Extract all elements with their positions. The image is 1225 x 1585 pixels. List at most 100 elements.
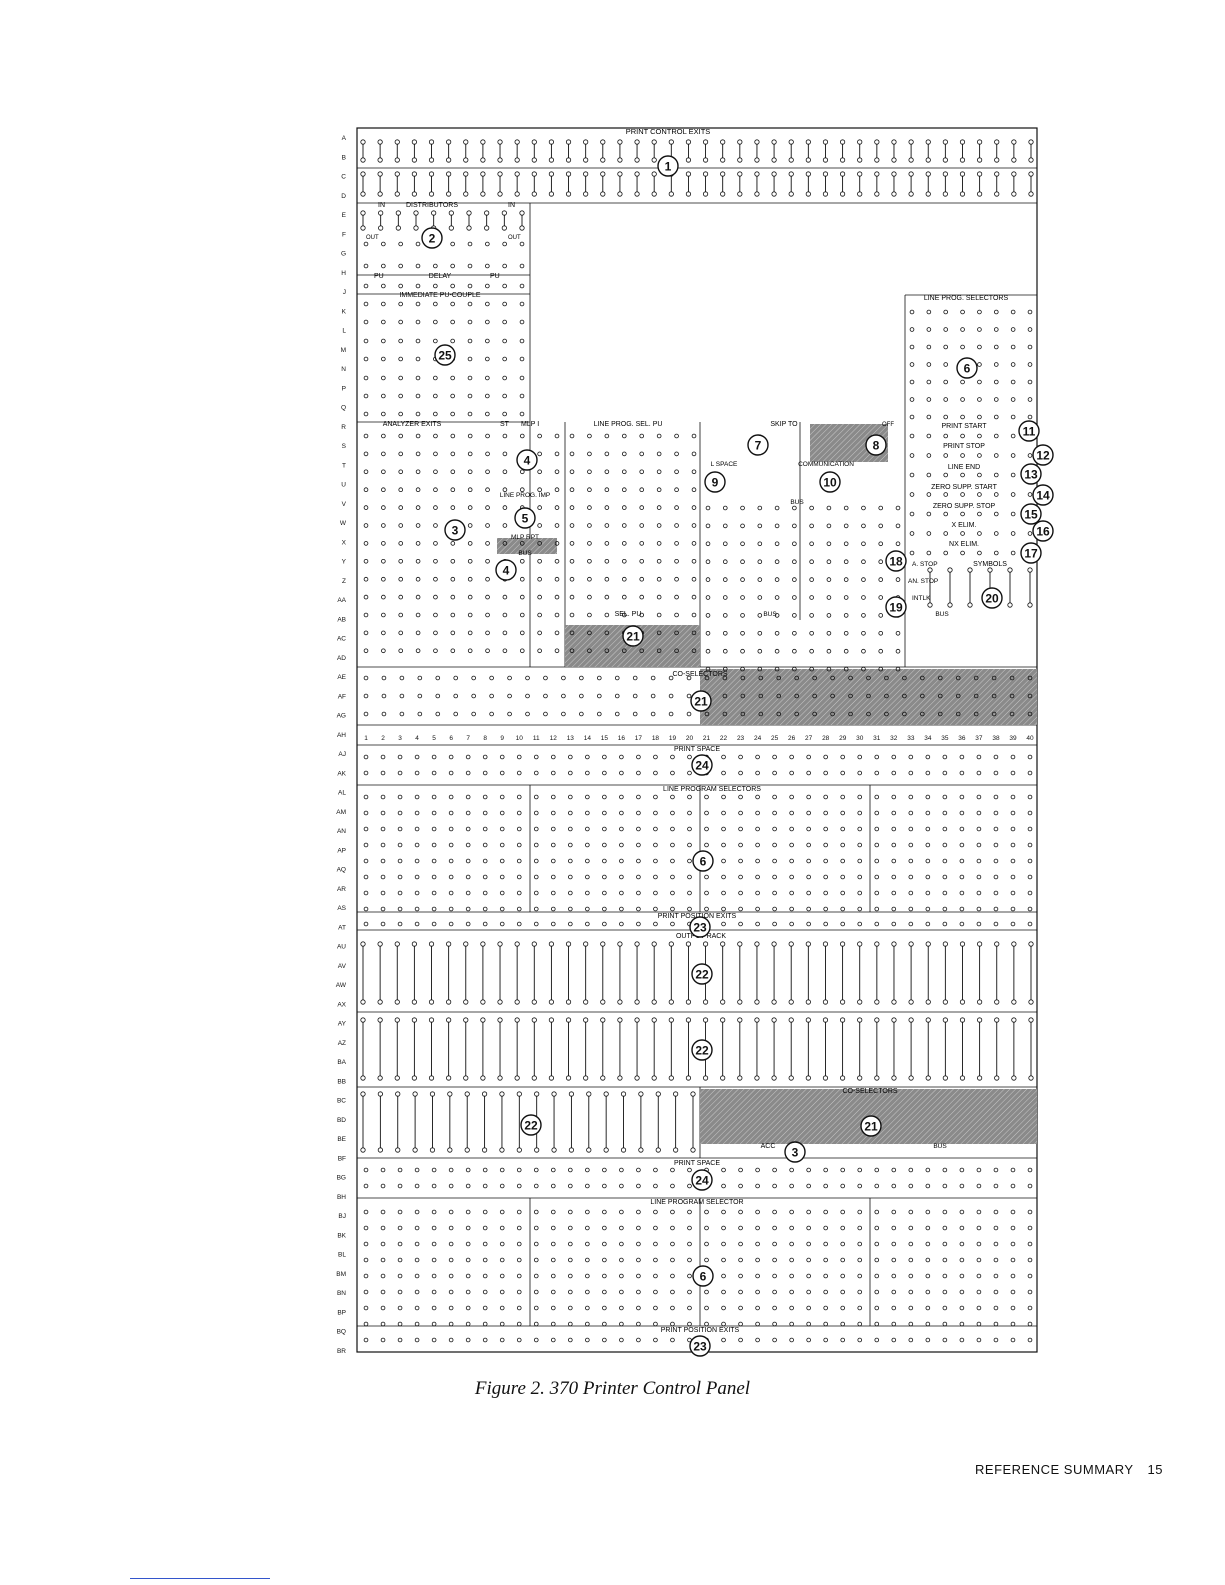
- label-line-program-selectors: LINE PROGRAM SELECTORS: [663, 786, 761, 793]
- print-space-hub: [585, 1167, 590, 1173]
- lps-hub: [908, 1209, 914, 1215]
- print-space-hub: [670, 770, 675, 776]
- lps-hub: [840, 906, 846, 912]
- lps-hub: [823, 826, 828, 832]
- lps-hub: [516, 826, 522, 832]
- hub: [634, 157, 640, 163]
- lps-hub: [772, 1241, 777, 1247]
- hub: [1028, 191, 1034, 197]
- callout-number: 12: [1036, 449, 1050, 463]
- label-co-selectors-top: CO-SELECTORS: [672, 671, 727, 678]
- lps-hub: [380, 810, 386, 816]
- lps-hub: [687, 842, 692, 848]
- lps-hub: [448, 1225, 454, 1231]
- hub: [874, 139, 880, 145]
- co-selector-hub: [812, 711, 817, 717]
- hub: [1007, 602, 1013, 608]
- control-hub: [960, 531, 965, 536]
- bus-hub: [705, 630, 711, 636]
- print-position-exit: [806, 1337, 811, 1343]
- print-space-hub: [653, 770, 658, 776]
- hub: [450, 301, 455, 307]
- hub: [480, 171, 486, 177]
- hub: [497, 139, 503, 145]
- hub: [497, 941, 503, 947]
- lps-hub: [976, 1257, 982, 1263]
- lps-hub: [925, 1209, 931, 1215]
- shaded-area: [700, 669, 1037, 725]
- lps-hub: [1027, 1257, 1033, 1263]
- print-space-hub: [806, 1183, 811, 1189]
- callout-number: 6: [700, 855, 707, 869]
- lps-hub: [516, 1321, 522, 1327]
- lps-hub: [465, 810, 471, 816]
- hub: [634, 191, 640, 197]
- line-prog-hub: [656, 433, 662, 439]
- line-prog-hub: [587, 630, 592, 636]
- lps-hub: [687, 1257, 692, 1263]
- co-selector-hub: [991, 675, 997, 681]
- row-label: AM: [336, 809, 346, 816]
- print-position-exit: [414, 921, 420, 927]
- bus-hub: [895, 630, 901, 636]
- print-space-hub: [721, 1183, 726, 1189]
- analyzer-hub: [398, 648, 404, 654]
- column-number: 21: [703, 735, 711, 742]
- column-number: 7: [466, 735, 470, 742]
- hub: [360, 1017, 366, 1023]
- print-space-hub: [721, 754, 726, 760]
- lps-hub: [431, 1273, 437, 1279]
- print-space-hub: [891, 770, 897, 776]
- lps-hub: [772, 1209, 777, 1215]
- lps-hub: [976, 1225, 982, 1231]
- control-hub: [960, 550, 965, 556]
- analyzer-hub: [450, 612, 456, 618]
- row-label: AZ: [338, 1040, 346, 1047]
- hub: [519, 263, 525, 269]
- hub: [433, 411, 438, 417]
- line-prog-hub: [691, 558, 697, 564]
- analyzer-hub: [519, 433, 525, 439]
- bus-hub: [861, 577, 866, 582]
- co-selector-hub: [937, 711, 943, 717]
- lps-hub: [874, 906, 880, 912]
- label-distributors-in-left: IN: [378, 202, 385, 209]
- hub: [977, 157, 983, 163]
- co-selector-hub: [686, 675, 692, 681]
- shaded-area: [497, 538, 557, 554]
- lps-hub: [806, 1225, 811, 1231]
- row-label: AG: [337, 713, 346, 720]
- co-selector-hub: [381, 711, 387, 717]
- print-space-hub: [619, 770, 624, 776]
- print-space-hub: [465, 1167, 471, 1173]
- callout-circle: [885, 550, 907, 572]
- co-selector-hub: [722, 693, 728, 699]
- print-space-hub: [448, 754, 454, 760]
- control-hub: [926, 511, 932, 517]
- line-prog-selector-hub: [977, 414, 982, 420]
- co-selector-hub: [812, 693, 817, 699]
- lps-hub: [806, 1241, 811, 1247]
- print-space-hub: [755, 1167, 760, 1173]
- hub: [519, 319, 525, 325]
- callout-number: 3: [792, 1146, 799, 1160]
- line-prog-hub: [587, 576, 592, 582]
- hub: [428, 999, 435, 1005]
- bus-hub: [861, 541, 866, 547]
- lps-hub: [448, 810, 454, 816]
- print-space-hub: [806, 1167, 811, 1173]
- print-space-hub: [363, 1183, 369, 1189]
- hub: [685, 1017, 692, 1023]
- lps-hub: [533, 1321, 539, 1327]
- lps-hub: [772, 1225, 777, 1231]
- co-selector-hub: [471, 675, 476, 681]
- lps-hub: [363, 906, 369, 912]
- lps-hub: [602, 842, 607, 848]
- hub: [771, 139, 777, 145]
- callout-circle: [1020, 542, 1042, 564]
- print-space-hub: [823, 1167, 828, 1173]
- lps-hub: [908, 1241, 914, 1247]
- hub: [363, 241, 369, 247]
- lps-hub: [687, 890, 692, 896]
- hub: [446, 941, 452, 947]
